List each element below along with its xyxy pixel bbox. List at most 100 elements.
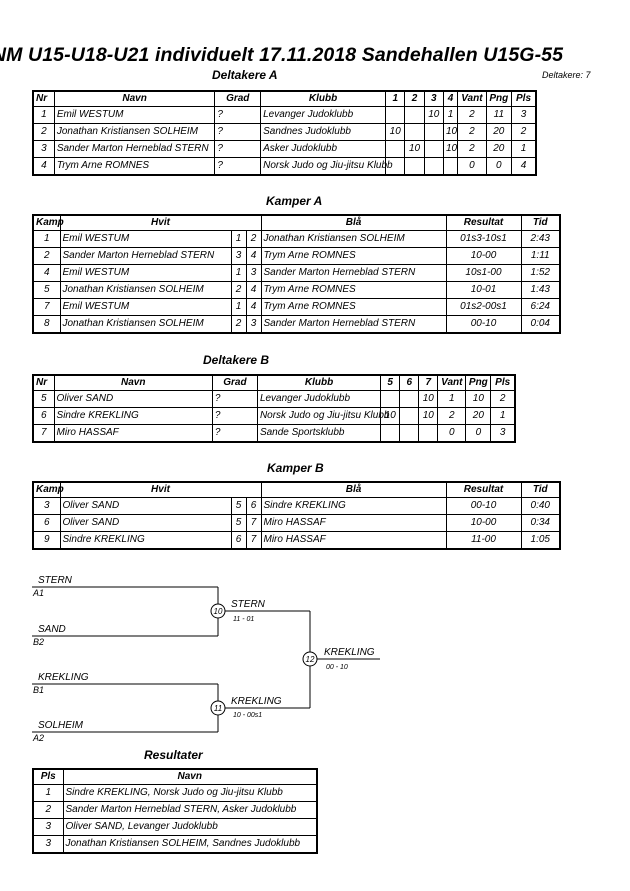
cell-round [399,390,420,408]
cell-bla: Trym Arne ROMNES [260,281,447,299]
cell-navn: Oliver SAND [53,390,213,408]
knockout-bracket: STERN A1 SAND B2 KREKLING B1 SOLHEIM A2 … [32,575,380,743]
cell-tid: 0:40 [520,497,561,515]
cell-tid: 0:04 [520,315,561,334]
cell-kamp: 4 [32,264,61,282]
cell-nr: 1 [32,106,55,124]
cell-pls: 4 [511,157,537,176]
cell-pls: 2 [490,390,516,408]
cell-round: 10 [442,123,459,141]
participants-b-heading: Deltakere B [203,353,270,367]
cell-bla: Miro HASSAF [260,531,447,550]
match-number-circle: 11 [210,700,226,716]
cell-hvit-nr: 1 [230,264,247,282]
cell-png: 0 [465,424,492,443]
cell-tid: 0:34 [520,514,561,532]
cell-pls: 3 [32,818,64,836]
cell-bla: Sander Marton Herneblad STERN [260,264,447,282]
cell-grad: ? [214,106,262,124]
cell-vant: 1 [437,390,467,408]
bracket-entry-seed: B2 [33,637,44,647]
cell-tid: 1:52 [520,264,561,282]
cell-bla-nr: 7 [245,514,262,532]
cell-tid: 1:11 [520,247,561,265]
col-hvit: Hvit [60,481,261,498]
cell-round [404,157,425,176]
col-pls: Pls [511,90,537,107]
cell-hvit: Jonathan Kristiansen SOLHEIM [59,281,232,299]
cell-grad: ? [214,140,262,158]
bracket-entry-seed: A2 [32,733,44,743]
cell-round: 10 [442,140,459,158]
cell-pls: 3 [511,106,537,124]
cell-kamp: 3 [32,497,61,515]
cell-bla: Sindre KREKLING [260,497,447,515]
cell-bla: Trym Arne ROMNES [260,298,447,316]
cell-hvit-nr: 1 [230,230,247,248]
col-nr: Nr [32,374,55,391]
cell-vant: 0 [457,157,487,176]
cell-navn: Sander Marton Herneblad STERN, Asker Jud… [62,801,318,819]
cell-tid: 2:43 [520,230,561,248]
participants-a-header: Nr Navn Grad Klubb 1 2 3 4 Vant Png Pls [32,90,537,107]
cell-nr: 4 [32,157,55,176]
match-number: 12 [306,655,315,664]
col-nr: Nr [32,90,55,107]
bracket-entry-name: SAND [38,624,66,635]
page-title: NM U15-U18-U21 individuelt 17.11.2018 Sa… [0,44,564,66]
cell-navn: Jonathan Kristiansen SOLHEIM [53,123,216,141]
cell-klubb: Norsk Judo og Jiu-jitsu Klubb [260,157,393,176]
cell-round [385,106,406,124]
cell-kamp: 7 [32,298,61,316]
cell-hvit: Jonathan Kristiansen SOLHEIM [59,315,232,334]
col-resultat: Resultat [445,214,522,231]
col-kamp: Kamp [32,481,64,498]
cell-round: 10 [418,390,439,408]
cell-round [399,424,420,443]
cell-hvit-nr: 6 [230,531,247,550]
cell-nr: 5 [32,390,55,408]
col-tid: Tid [520,214,561,231]
bracket-final-score: 00 - 10 [326,664,348,671]
cell-pls: 3 [32,835,64,854]
col-round-3: 3 [423,90,444,107]
cell-hvit: Sindre KREKLING [59,531,232,550]
cell-round [380,424,401,443]
participants-a-table: Nr Navn Grad Klubb 1 2 3 4 Vant Png Pls … [32,90,537,176]
col-tid: Tid [520,481,561,498]
cell-png: 20 [485,123,513,141]
cell-nr: 2 [32,123,55,141]
bracket-semi-winner: KREKLING [231,696,282,707]
bracket-entry-name: STERN [38,575,73,586]
cell-pls: 3 [490,424,516,443]
col-resultat: Resultat [445,481,522,498]
cell-round: 10 [418,407,439,425]
cell-round [404,123,425,141]
col-klubb: Klubb [256,374,382,391]
cell-hvit: Emil WESTUM [59,298,232,316]
col-grad: Grad [214,90,262,107]
match-number-circle: 12 [302,651,318,667]
cell-round: 10 [404,140,425,158]
match-number: 11 [214,704,222,713]
cell-navn: Oliver SAND, Levanger Judoklubb [62,818,318,836]
cell-png: 10 [465,390,492,408]
cell-png: 20 [465,407,492,425]
cell-resultat: 10s1-00 [445,264,522,282]
cell-tid: 1:43 [520,281,561,299]
cell-grad: ? [214,157,262,176]
cell-grad: ? [211,424,258,443]
bracket-entry-name: KREKLING [38,672,89,683]
cell-bla-nr: 4 [245,247,262,265]
cell-resultat: 11-00 [445,531,522,550]
cell-bla-nr: 4 [245,298,262,316]
cell-round: 1 [442,106,459,124]
